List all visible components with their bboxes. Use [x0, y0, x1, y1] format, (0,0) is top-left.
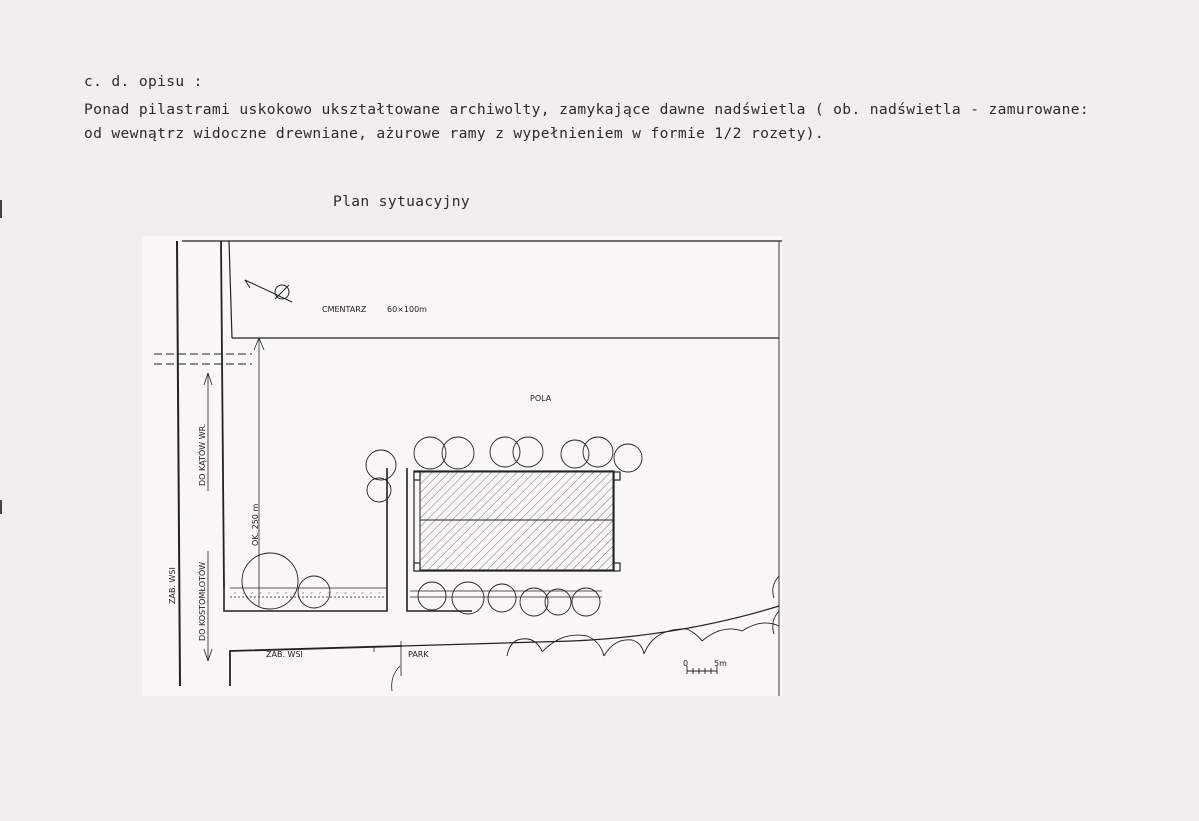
bottom-road-edge — [401, 605, 780, 647]
label-park: PARK — [408, 650, 429, 659]
label-scale-five: 5m — [714, 659, 727, 668]
village-plot — [223, 468, 388, 612]
bottom-road-edge — [229, 645, 403, 686]
building-pilaster — [413, 471, 421, 481]
label-cemetery: CMENTARZ — [322, 305, 367, 314]
distance-arrow — [253, 337, 260, 351]
label-road-up: DO KĄTÓW WR. — [196, 424, 207, 486]
building-pilaster — [613, 562, 621, 572]
park-boundary — [391, 665, 401, 692]
plan-title: Plan sytuacyjny — [333, 193, 471, 210]
church-building-frame — [413, 470, 615, 572]
label-village-left: ZAB. WSI — [168, 567, 177, 604]
page-edge-mark — [0, 200, 2, 218]
label-road-down: DO KOSTOMŁOTÓW — [196, 562, 207, 641]
trees — [241, 436, 780, 657]
building-pilaster — [413, 562, 421, 572]
text-line-2: Ponad pilastrami uskokowo ukształtowane … — [84, 101, 1089, 118]
label-scale-zero: 0 — [683, 659, 688, 668]
page-edge-mark — [0, 500, 2, 514]
text-line-3: od wewnątrz widoczne drewniane, ażurowe … — [84, 125, 825, 142]
north-arrow-icon — [244, 279, 293, 303]
church-building — [419, 471, 614, 571]
label-cemetery-size: 60×100m — [387, 305, 427, 314]
site-plan: CMENTARZ 60×100m POLA DO KĄTÓW WR. OK. 2… — [142, 236, 782, 696]
main-road-east-edge — [220, 240, 225, 589]
church-plot — [406, 468, 472, 612]
label-distance: OK. 250 m — [251, 504, 260, 546]
fence-hatching — [232, 592, 382, 594]
building-pilaster — [613, 471, 621, 481]
label-fields: POLA — [530, 394, 552, 403]
text-line-1: c. d. opisu : — [84, 73, 203, 90]
main-road-west-edge — [176, 240, 181, 687]
site-plan-drawing: CMENTARZ 60×100m POLA DO KĄTÓW WR. OK. 2… — [154, 240, 782, 696]
label-village-bottom: ZAB. WSI — [266, 650, 303, 659]
cemetery-west-edge — [228, 240, 233, 339]
distance-arrow — [258, 337, 265, 351]
scale-bar — [686, 666, 718, 674]
